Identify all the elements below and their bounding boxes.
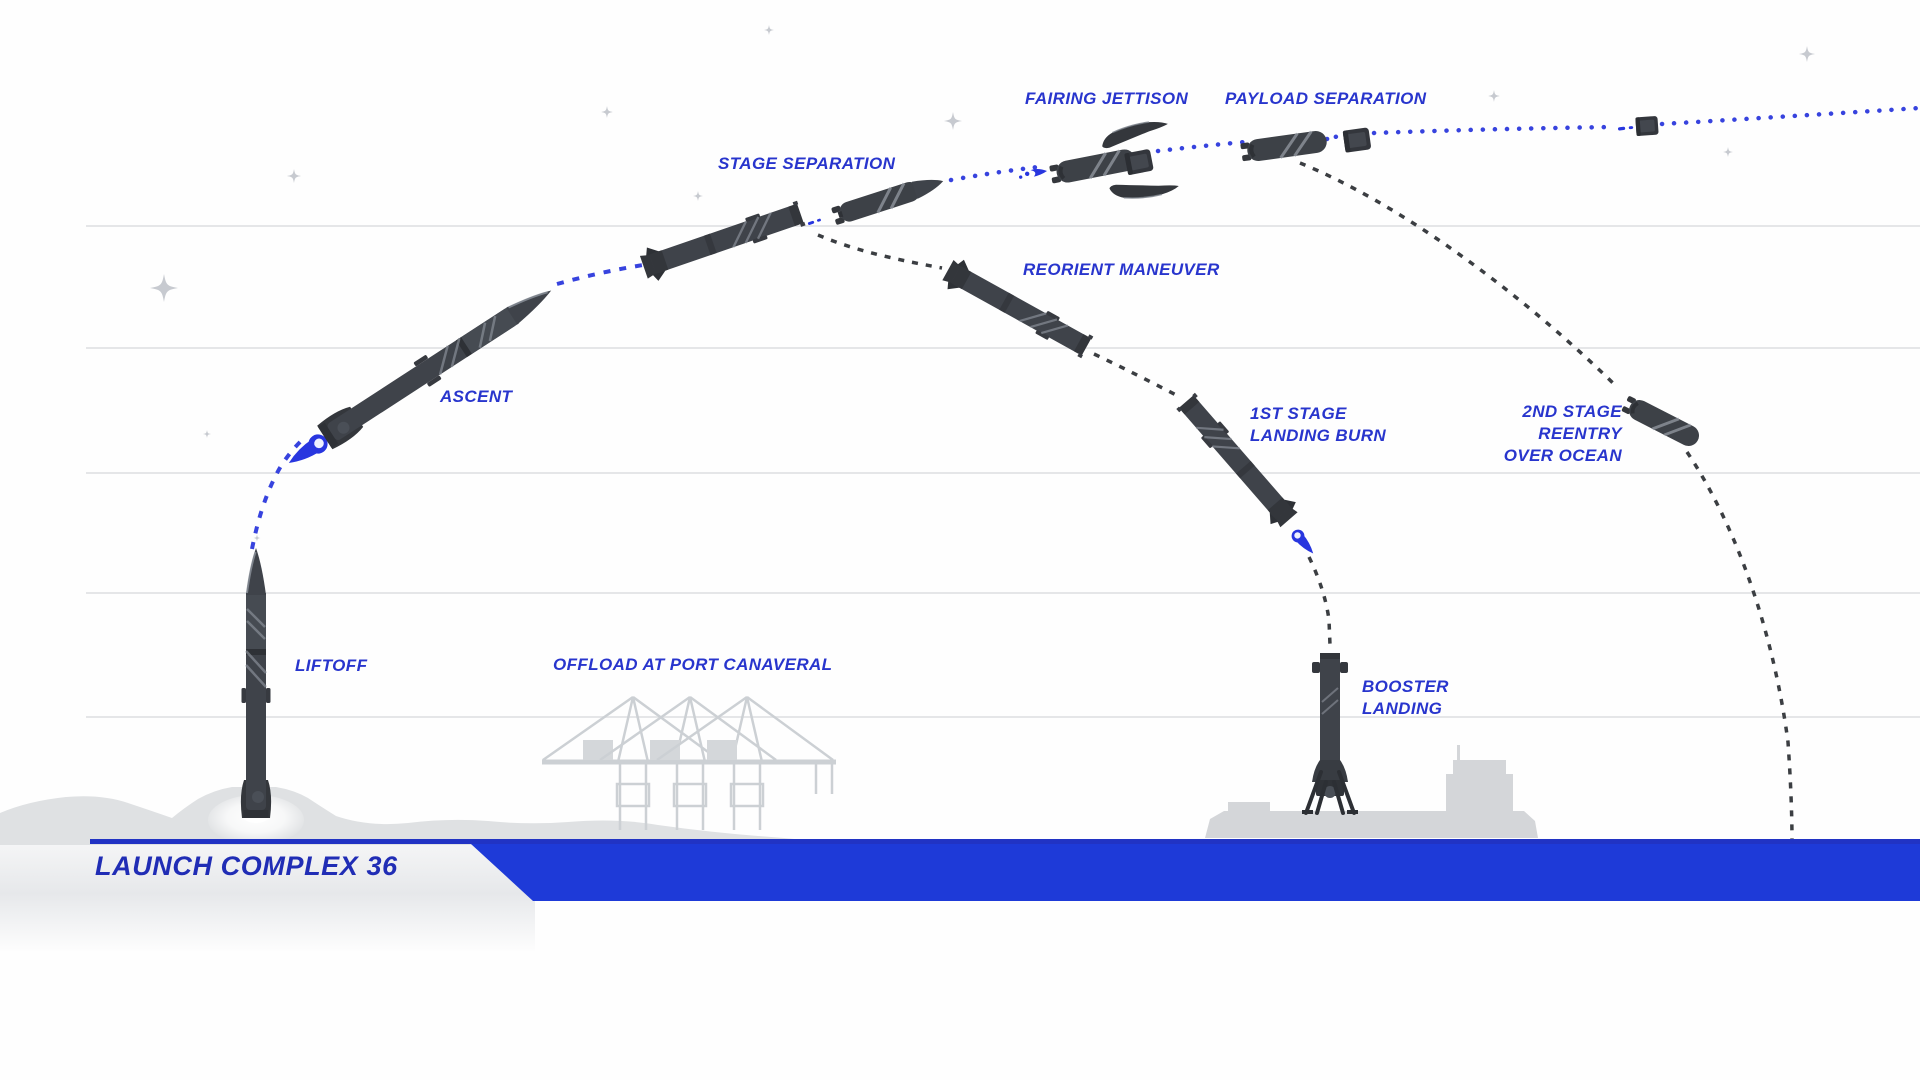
label-payload-separation: PAYLOAD SEPARATION: [1225, 89, 1427, 108]
label-offload-port-canaveral: OFFLOAD AT PORT CANAVERAL: [553, 655, 833, 674]
gridlines: [86, 225, 1920, 718]
launch-site-label: LAUNCH COMPLEX 36: [95, 851, 398, 881]
second-stage-reentry-path: [1299, 161, 1794, 842]
trajectory-coast-dots: [948, 105, 1920, 183]
booster-return-path: [817, 233, 1332, 646]
fairing-jettison-burst-icon: [1018, 169, 1047, 179]
label-booster-landing: BOOSTER LANDING: [1362, 677, 1449, 719]
label-stage-separation: STAGE SEPARATION: [718, 154, 896, 173]
port-cranes-silhouette: [542, 695, 836, 830]
label-first-stage-landing-burn: 1ST STAGE LANDING BURN: [1250, 404, 1387, 446]
recovery-ship-silhouette: [1205, 745, 1538, 838]
ribbon-line: [90, 839, 1920, 844]
label-reorient-maneuver: REORIENT MANEUVER: [1023, 260, 1220, 279]
booster-landed: [1302, 653, 1358, 815]
label-fairing-jettison: FAIRING JETTISON: [1025, 89, 1189, 108]
ground-fade: [0, 845, 535, 953]
label-second-stage-reentry: 2ND STAGE REENTRY OVER OCEAN: [1503, 402, 1622, 466]
ribbon-band: [471, 844, 1920, 901]
label-ascent: ASCENT: [440, 387, 513, 406]
label-liftoff: LIFTOFF: [295, 656, 368, 675]
terrain-silhouette: [0, 787, 845, 845]
